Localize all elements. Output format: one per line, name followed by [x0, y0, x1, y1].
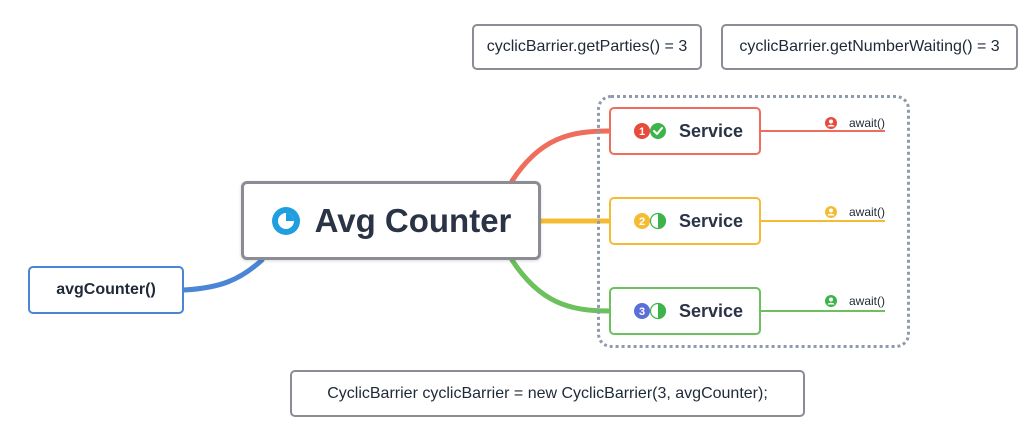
- user-icon: [825, 206, 837, 218]
- connector-root-to-avgcounter: [181, 257, 265, 293]
- note-constructor-text: CyclicBarrier cyclicBarrier = new Cyclic…: [327, 384, 768, 402]
- connector-root-to-service-3: [509, 257, 612, 314]
- service-node-3[interactable]: 3 Service: [609, 287, 761, 335]
- user-icon: [825, 295, 837, 307]
- priority-3-number: 3: [639, 306, 645, 318]
- service-1-badges: 1: [633, 122, 667, 140]
- priority-1-number: 1: [639, 126, 645, 138]
- service-node-1[interactable]: 1 Service: [609, 107, 761, 155]
- await-label-1[interactable]: await(): [825, 116, 885, 130]
- service-3-badges: 3: [633, 302, 667, 320]
- priority-2-number: 2: [639, 216, 645, 228]
- user-icon: [825, 117, 837, 129]
- service-3-label: Service: [679, 300, 744, 321]
- note-get-parties[interactable]: cyclicBarrier.getParties() = 3: [472, 24, 702, 70]
- priority-1-icon: 1: [634, 123, 666, 139]
- await-label-3-text: await(): [849, 294, 886, 308]
- service-2-badges: 2: [633, 212, 667, 230]
- await-label-1-text: await(): [849, 116, 886, 130]
- avgcounter-node[interactable]: avgCounter(): [28, 266, 184, 314]
- note-get-parties-text: cyclicBarrier.getParties() = 3: [486, 38, 688, 55]
- pie-chart-icon: [271, 206, 301, 236]
- await-label-3[interactable]: await(): [825, 294, 885, 308]
- root-node[interactable]: Avg Counter: [241, 181, 541, 260]
- root-node-label: Avg Counter: [314, 201, 512, 239]
- note-get-number-waiting-text: cyclicBarrier.getNumberWaiting() = 3: [739, 38, 1000, 55]
- connector-root-to-service-1: [509, 128, 612, 184]
- await-label-2[interactable]: await(): [825, 205, 885, 219]
- avgcounter-node-label: avgCounter(): [56, 281, 156, 298]
- await-label-2-text: await(): [849, 205, 886, 219]
- note-get-number-waiting[interactable]: cyclicBarrier.getNumberWaiting() = 3: [721, 24, 1018, 70]
- service-node-2[interactable]: 2 Service: [609, 197, 761, 245]
- service-1-label: Service: [679, 120, 744, 141]
- note-constructor[interactable]: CyclicBarrier cyclicBarrier = new Cyclic…: [290, 370, 805, 417]
- priority-2-icon: 2: [634, 212, 667, 230]
- priority-3-icon: 3: [634, 302, 667, 320]
- service-2-label: Service: [679, 210, 744, 231]
- service-group-boundary: [597, 95, 910, 348]
